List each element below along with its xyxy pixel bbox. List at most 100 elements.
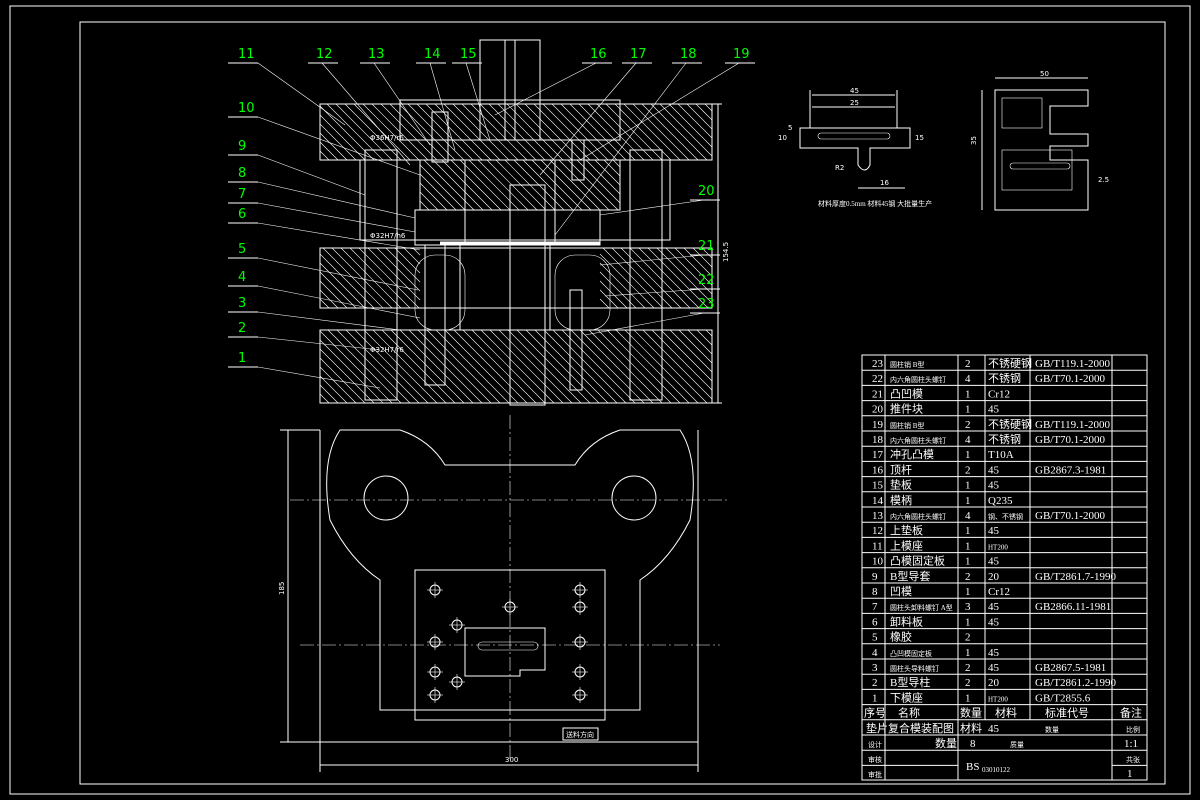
title-drawing: 垫片复合模装配图 [866,721,954,735]
part-dim-d: 5 [788,124,792,132]
sign-weight: 质量 [1010,740,1024,749]
leader-label-21: 21 [698,239,715,254]
bom-row-qty: 4 [965,434,971,446]
fit-lower: Φ32H7/r6 [370,346,404,354]
title-count-label-2: 数量 [935,737,957,750]
bom-row-mat: 不锈钢 [988,372,1021,385]
bom-row-mat: 不锈硬钢 [988,357,1032,370]
bom-row-qty: 1 [965,404,971,416]
part-dim-e: 16 [880,179,889,187]
bom-row-qty: 2 [965,419,971,431]
part-dim-c: 15 [915,134,924,142]
leader-label-19: 19 [733,47,750,62]
bom-row-mat: 45 [988,464,1000,476]
leader-label-18: 18 [680,47,697,62]
bom-header-note: 备注 [1120,706,1142,720]
bom-row-std: GB/T70.1-2000 [1035,373,1105,385]
title-mat-label: 材料 [960,721,982,735]
bom-row-name: 内六角圆柱头螺钉 [890,375,946,384]
bom-row-qty: 1 [965,556,971,568]
outer-frame [9,5,1191,795]
bom-row-qty: 2 [965,662,971,674]
bom-row-mat: HT200 [988,695,1008,703]
bom-row-std: GB2867.3-1981 [1035,464,1106,476]
leader-label-12: 12 [316,47,333,62]
bom-row-qty: 4 [965,373,971,385]
part-dim-f: R2 [835,164,844,172]
bom-row-std: GB/T70.1-2000 [1035,434,1105,446]
bom-row-name: 凹模 [890,585,912,598]
leader-label-14: 14 [424,47,441,62]
bom-row-name: 垫板 [890,478,912,492]
bom-row-mat: Cr12 [988,586,1010,598]
leader-label-8: 8 [238,166,246,181]
plan-width-dim: 300 [505,756,518,764]
bom-row-name: B型导套 [890,569,930,583]
bom-row-std: GB/T119.1-2000 [1035,419,1111,431]
bom-row-no: 2 [872,677,878,689]
bom-row-no: 23 [872,358,884,370]
leader-label-22: 22 [698,273,715,288]
bom-row-name: 下模座 [890,690,923,704]
bom-row-qty: 2 [965,464,971,476]
bom-row-qty: 1 [965,388,971,400]
bom-row-no: 7 [872,601,878,613]
plan-height-dim: 185 [278,582,286,595]
part-detail: 45 25 15 5 10 16 R2 材料厚度0.5mm 材料45钢 大批量生… [778,70,1109,211]
leader-label-10: 10 [238,101,255,116]
bom-header-name: 名称 [898,706,920,720]
bom-row-qty: 2 [965,358,971,370]
bom-row-no: 19 [872,419,884,431]
bom-row-no: 12 [872,525,883,537]
bom-row-name: 圆柱销 B型 [890,421,924,430]
bom-row-no: 17 [872,449,884,461]
bom-row-mat: 20 [988,677,1000,689]
bom-row-std: GB/T2855.6 [1035,692,1091,704]
bom-row-no: 14 [872,495,884,507]
layout-pitch: 2.5 [1098,176,1109,184]
leader-label-2: 2 [238,321,246,336]
drawing-no: BS [966,761,979,773]
bom-row-no: 11 [872,540,883,552]
bom-row-qty: 1 [965,525,971,537]
leader-label-9: 9 [238,139,246,154]
bom-row-name: 上模座 [890,538,923,552]
bom-row-std: GB/T119.1-2000 [1035,358,1111,370]
bom-row-mat: 钢、不锈钢 [988,512,1023,521]
bom-row-mat: 不锈硬钢 [988,418,1032,431]
bom-row-name: 卸料板 [890,614,923,628]
leader-label-4: 4 [238,270,246,285]
bom-row-name: B型导柱 [890,675,930,689]
bom-row-mat: 45 [988,525,1000,537]
title-mat: 45 [988,723,1000,735]
bom-row-no: 13 [872,510,884,522]
bom-row-qty: 2 [965,571,971,583]
sign-check: 审核 [868,755,882,764]
bom-row-qty: 1 [965,540,971,552]
bom-row-mat: Q235 [988,495,1013,507]
bom-row-name: 模柄 [890,494,912,507]
bom-row-no: 10 [872,556,884,568]
bom-row-mat: 45 [988,616,1000,628]
bom-row-mat: 45 [988,662,1000,674]
bom-row-mat: T10A [988,449,1014,461]
bom-row-no: 6 [872,616,878,628]
bom-row-name: 橡胶 [890,630,912,644]
leader-label-1: 1 [238,351,246,366]
bom-row-no: 20 [872,404,884,416]
bom-row-qty: 4 [965,510,971,522]
bom-row-mat: 45 [988,647,1000,659]
drawing-sub: 03010122 [982,766,1011,774]
leader-label-7: 7 [238,187,246,202]
leader-label-5: 5 [238,242,246,257]
bom-row-mat: 45 [988,404,1000,416]
bom-row-std: GB/T70.1-2000 [1035,510,1105,522]
bom-row-name: 圆柱头导料螺钉 [890,664,939,673]
leader-label-11: 11 [238,47,255,62]
bom-row-no: 15 [872,480,884,492]
bom-row-mat: Cr12 [988,388,1010,400]
sign-approve: 审批 [868,770,882,779]
bom-header-qty: 数量 [960,707,982,720]
bom-row-qty: 1 [965,495,971,507]
part-dim-a: 45 [850,87,859,95]
